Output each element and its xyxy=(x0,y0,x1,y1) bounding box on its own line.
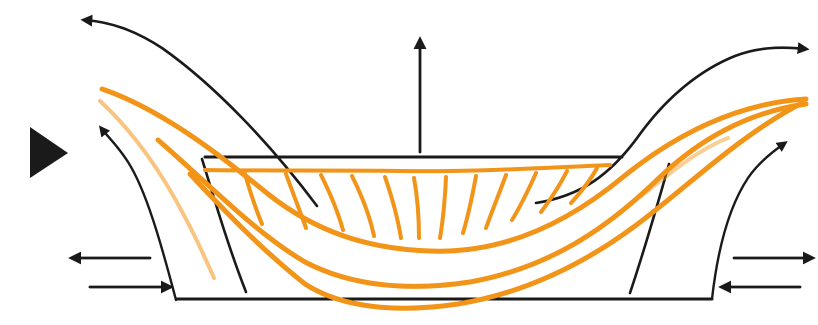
left-outer-flow-arrow xyxy=(101,128,176,300)
basin-right-wall xyxy=(630,164,669,293)
side-arrows xyxy=(72,258,812,287)
orange-curve-4-faint xyxy=(100,101,214,278)
hatch-11 xyxy=(541,171,567,212)
play-triangle-icon xyxy=(30,127,68,178)
hatch-2 xyxy=(286,174,306,228)
hatch-6 xyxy=(414,178,419,238)
hatch-5 xyxy=(385,177,401,238)
hatch-10 xyxy=(512,173,536,220)
hatch-8 xyxy=(463,176,476,233)
hatch-9 xyxy=(486,175,506,228)
hatch-3 xyxy=(321,175,343,230)
orange-top-line xyxy=(205,165,610,171)
outer-flow-lines xyxy=(84,20,806,300)
right-outer-flow-arrow xyxy=(712,143,785,299)
hatch-4 xyxy=(352,176,374,236)
hatch-7 xyxy=(440,177,446,238)
orange-curves xyxy=(100,89,806,308)
